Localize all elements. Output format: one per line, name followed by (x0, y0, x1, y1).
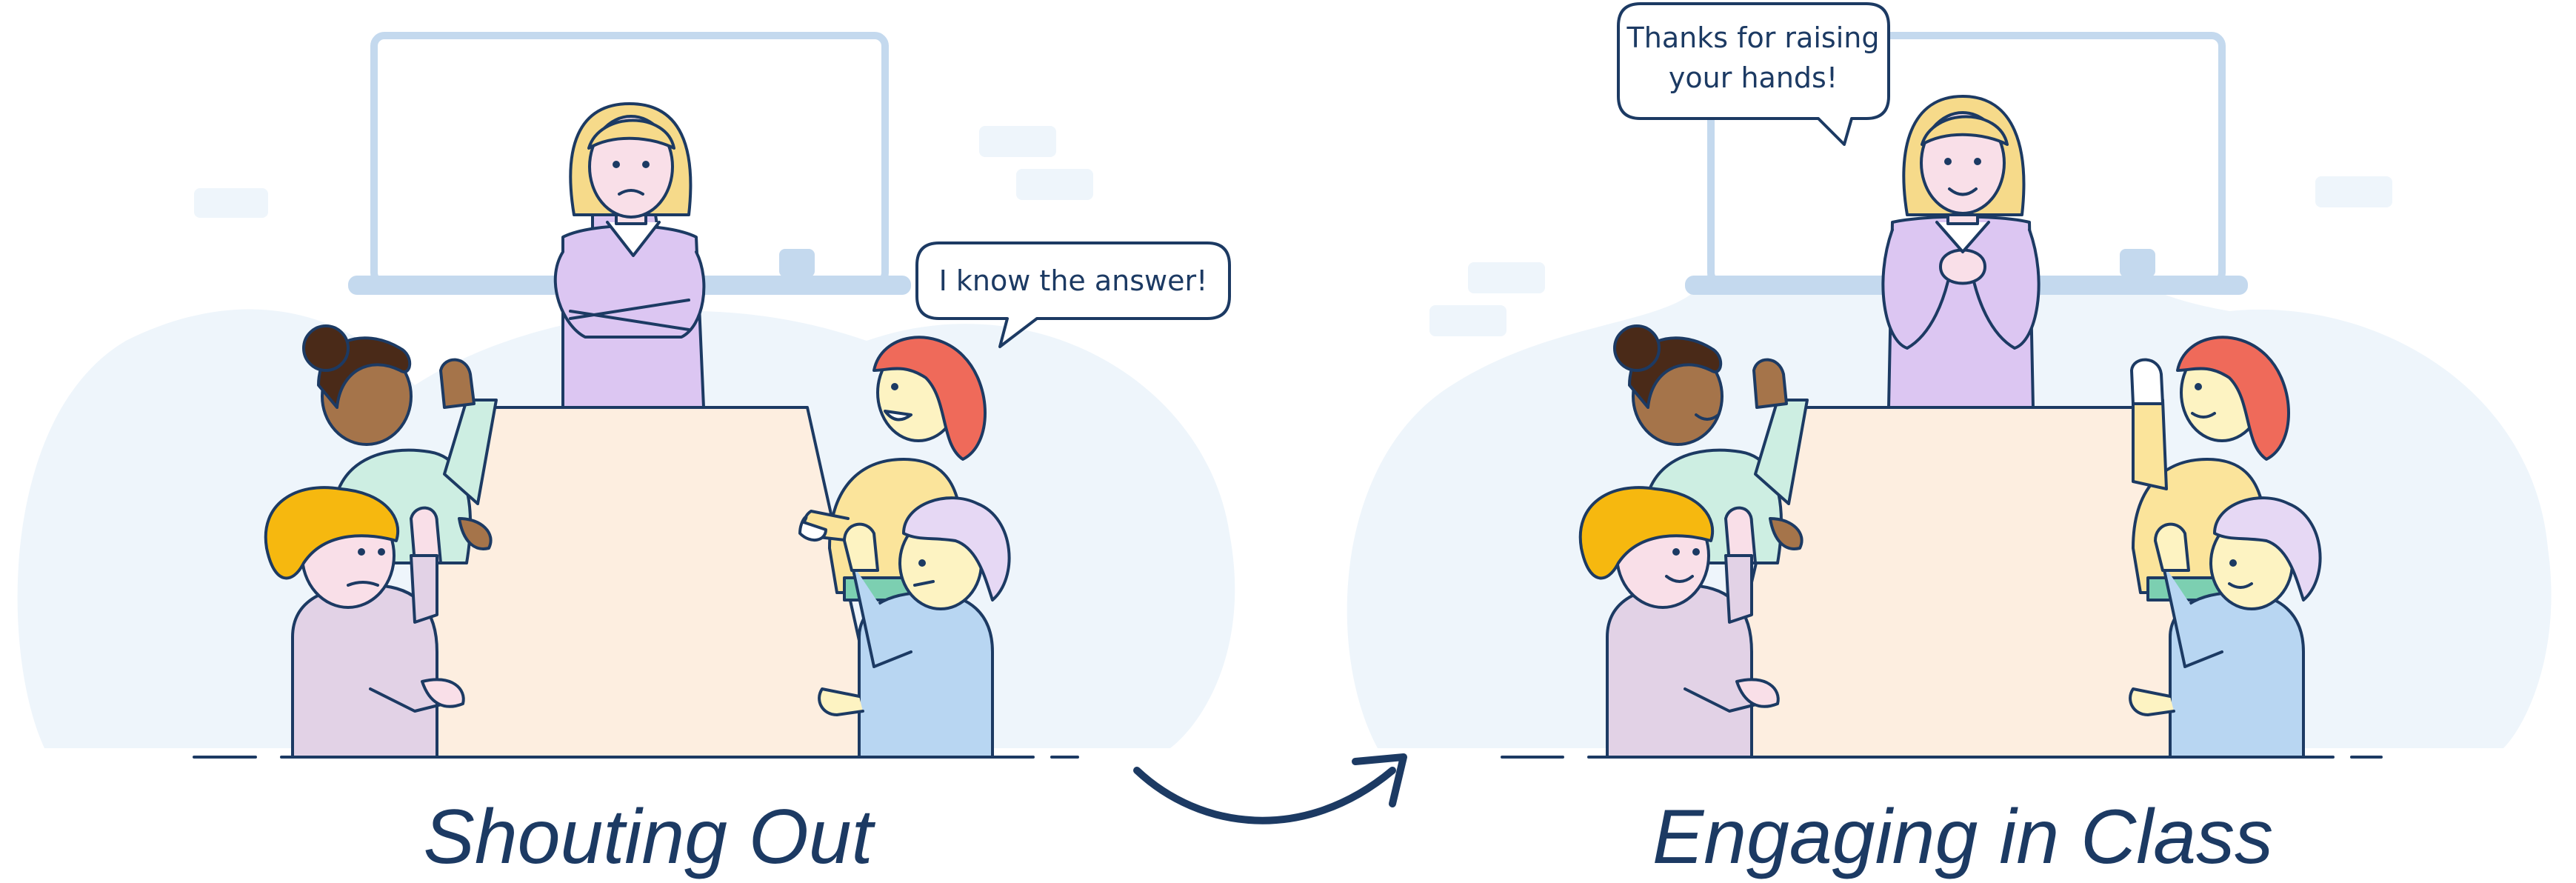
right-student-yellow-hair (1578, 486, 1780, 759)
left-caption: Shouting Out (423, 794, 875, 880)
left-student-lavender-hair (818, 496, 1011, 759)
left-cloud-1 (194, 188, 268, 218)
left-cloud-2 (979, 126, 1056, 157)
left-student-bun (302, 324, 498, 564)
right-cloud-3 (2315, 176, 2392, 207)
right-student-lavender-hair (2129, 496, 2322, 759)
right-cloud-2 (1429, 305, 1506, 336)
right-speech-text-line2: your hands! (1669, 61, 1838, 94)
right-speech-text-line1: Thanks for raising (1626, 21, 1880, 54)
left-panel: I know the answer! Shouting Out (17, 32, 1235, 880)
right-caption: Engaging in Class (1652, 794, 2273, 880)
left-speech-bubble: I know the answer! (915, 241, 1231, 348)
curved-arrow-icon (1133, 753, 1407, 824)
left-student-yellow-hair (264, 486, 465, 759)
right-teacher (1881, 95, 2041, 409)
left-speech-text: I know the answer! (939, 264, 1208, 297)
right-speech-bubble: Thanks for raising your hands! (1617, 2, 1890, 146)
left-teacher (553, 102, 706, 409)
left-cloud-3 (1016, 169, 1093, 200)
right-cloud-1 (1468, 262, 1545, 293)
right-student-red-hair (2130, 336, 2290, 602)
right-panel: Thanks for raising your hands! Engaging … (1347, 2, 2552, 880)
